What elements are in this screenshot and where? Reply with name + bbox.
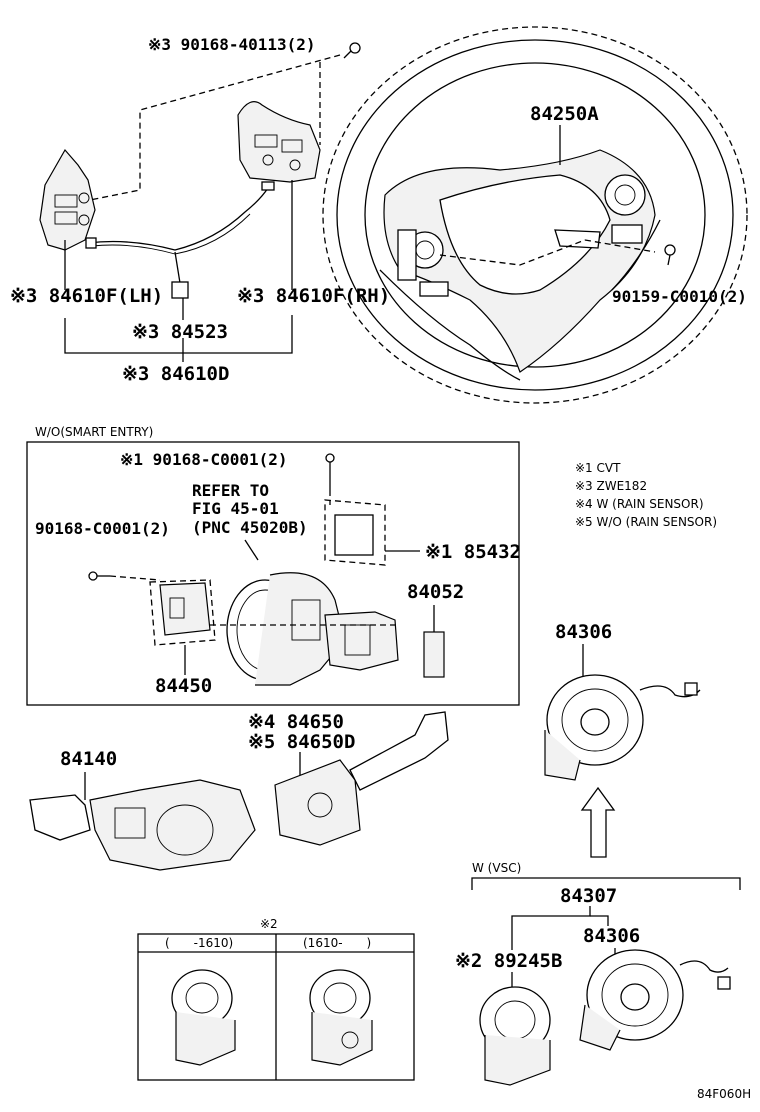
label-screw-right: 90159-C0010(2): [612, 287, 747, 306]
label-bracket: 84450: [155, 675, 212, 697]
spiral-cable: [544, 674, 701, 781]
label-screw-top: ※3 90168-40113(2): [148, 35, 316, 54]
note2-mark: ※2: [260, 917, 278, 931]
sensor-variant-b: [309, 969, 373, 1066]
pad-switch-lh: [39, 148, 96, 251]
legend-item: ※5 W/O (RAIN SENSOR): [575, 515, 717, 529]
label-sw-lh: ※3 84610F(LH): [10, 285, 163, 307]
label-turn-sw: 84140: [60, 748, 117, 770]
box-title: W/O(SMART ENTRY): [35, 425, 153, 439]
label-sw-rh: ※3 84610F(RH): [237, 285, 390, 307]
screw-icon: [664, 244, 676, 266]
lock-body: [226, 539, 346, 686]
label-spiral-top: 84306: [555, 621, 612, 643]
variant-b-label: (1610- ): [303, 936, 371, 950]
screw-icon: [325, 453, 335, 490]
label-clip: 84052: [407, 581, 464, 603]
legend: ※1 CVT ※3 ZWE182 ※4 W (RAIN SENSOR) ※5 W…: [575, 461, 717, 529]
turn-signal-switch: [29, 779, 256, 871]
label-screw-box-top: ※1 90168-C0001(2): [120, 450, 288, 469]
legend-item: ※4 W (RAIN SENSOR): [575, 497, 704, 511]
smart-entry-box: [26, 441, 520, 706]
label-spiral-bottom: 84306: [583, 925, 640, 947]
legend-item: ※1 CVT: [575, 461, 621, 475]
label-spiral-set: 84307: [560, 885, 617, 907]
variant-a-label: ( -1610): [165, 936, 233, 950]
label-wiper-a: ※4 84650: [248, 711, 344, 733]
screw-icon: [343, 42, 361, 59]
label-wire: ※3 84523: [132, 321, 228, 343]
label-steer-sensor: ※2 89245B: [455, 950, 562, 972]
figure-code: 84F060H: [697, 1087, 751, 1101]
spiral-cable-vsc: [579, 949, 731, 1051]
arrow-up-icon: [580, 786, 616, 858]
vsc-title: W (VSC): [472, 861, 521, 875]
label-sensor: ※1 85432: [425, 541, 521, 563]
label-refer-2: FIG 45-01: [192, 499, 279, 518]
label-wheel-assy: 84250A: [530, 103, 599, 125]
label-sw-set: ※3 84610D: [122, 363, 229, 385]
sensor-variant-a: [171, 969, 236, 1066]
steering-wheel: [322, 26, 748, 404]
label-refer-1: REFER TO: [192, 481, 269, 500]
label-screw-box-left: 90168-C0001(2): [35, 519, 170, 538]
wiper-switch: [274, 711, 449, 846]
steering-sensor: [479, 986, 551, 1086]
bracket-part: [149, 579, 216, 675]
label-wiper-b: ※5 84650D: [248, 731, 355, 753]
lock-unit: [324, 499, 420, 671]
legend-item: ※3 ZWE182: [575, 479, 647, 493]
label-refer-3: (PNC 45020B): [192, 518, 308, 537]
screw-icon: [88, 571, 110, 581]
pad-switch-rh: [237, 101, 321, 183]
clip-part: [423, 605, 445, 678]
wire-harness: [85, 181, 275, 299]
